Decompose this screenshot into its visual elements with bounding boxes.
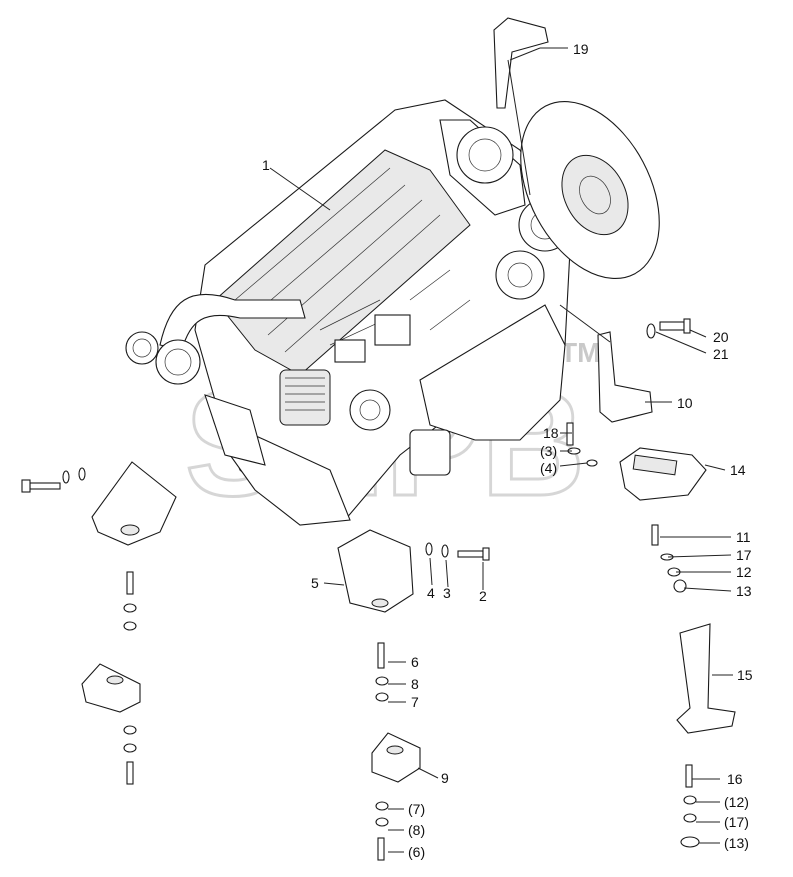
- callout-6-ref: (6): [408, 844, 425, 860]
- callout-6: 6: [411, 654, 419, 670]
- part-9-lower-isolator: [371, 732, 421, 861]
- callout-8-ref: (8): [408, 822, 425, 838]
- callout-3-ref: (3): [540, 443, 557, 459]
- part-5-center-mount: [337, 529, 490, 702]
- watermark-trademark: TM: [560, 337, 600, 368]
- callout-5: 5: [311, 575, 319, 591]
- callout-4: 4: [427, 585, 435, 601]
- leader-lines: [269, 47, 733, 853]
- callout-labels: 1 19 20 21 10 18 (3) (4) 14 11 17 12 13 …: [262, 41, 753, 860]
- callout-15: 15: [737, 667, 753, 683]
- callout-17: 17: [736, 547, 752, 563]
- callout-13-ref: (13): [724, 835, 749, 851]
- part-18-bolt-stack: [566, 422, 598, 467]
- callout-8: 8: [411, 676, 419, 692]
- left-upper-mount: [21, 461, 177, 631]
- callout-9: 9: [441, 770, 449, 786]
- part-14-mount-cushion: [619, 447, 707, 501]
- callout-20: 20: [713, 329, 729, 345]
- part-10-right-bracket: [597, 331, 653, 423]
- callout-2: 2: [479, 588, 487, 604]
- callout-4-ref: (4): [540, 460, 557, 476]
- part-11-17-12-13-stack: [651, 524, 687, 593]
- part-15-lower-bracket: [676, 623, 736, 848]
- callout-19: 19: [573, 41, 589, 57]
- callout-1: 1: [262, 157, 270, 173]
- callout-21: 21: [713, 346, 729, 362]
- callout-18: 18: [543, 425, 559, 441]
- callout-3: 3: [443, 585, 451, 601]
- callout-12: 12: [736, 564, 752, 580]
- part-20-21-bolt-washer: [646, 318, 691, 339]
- left-lower-isolator: [81, 663, 141, 785]
- callout-11: 11: [736, 529, 751, 545]
- callout-10: 10: [677, 395, 693, 411]
- callout-14: 14: [730, 462, 746, 478]
- engine-assembly: [125, 99, 660, 526]
- callout-7: 7: [411, 694, 419, 710]
- callout-7-ref: (7): [408, 801, 425, 817]
- callout-13: 13: [736, 583, 752, 599]
- callout-16: 16: [727, 771, 743, 787]
- callout-12-ref: (12): [724, 794, 749, 810]
- part-19-upper-bracket: [493, 17, 549, 109]
- callout-17-ref: (17): [724, 814, 749, 830]
